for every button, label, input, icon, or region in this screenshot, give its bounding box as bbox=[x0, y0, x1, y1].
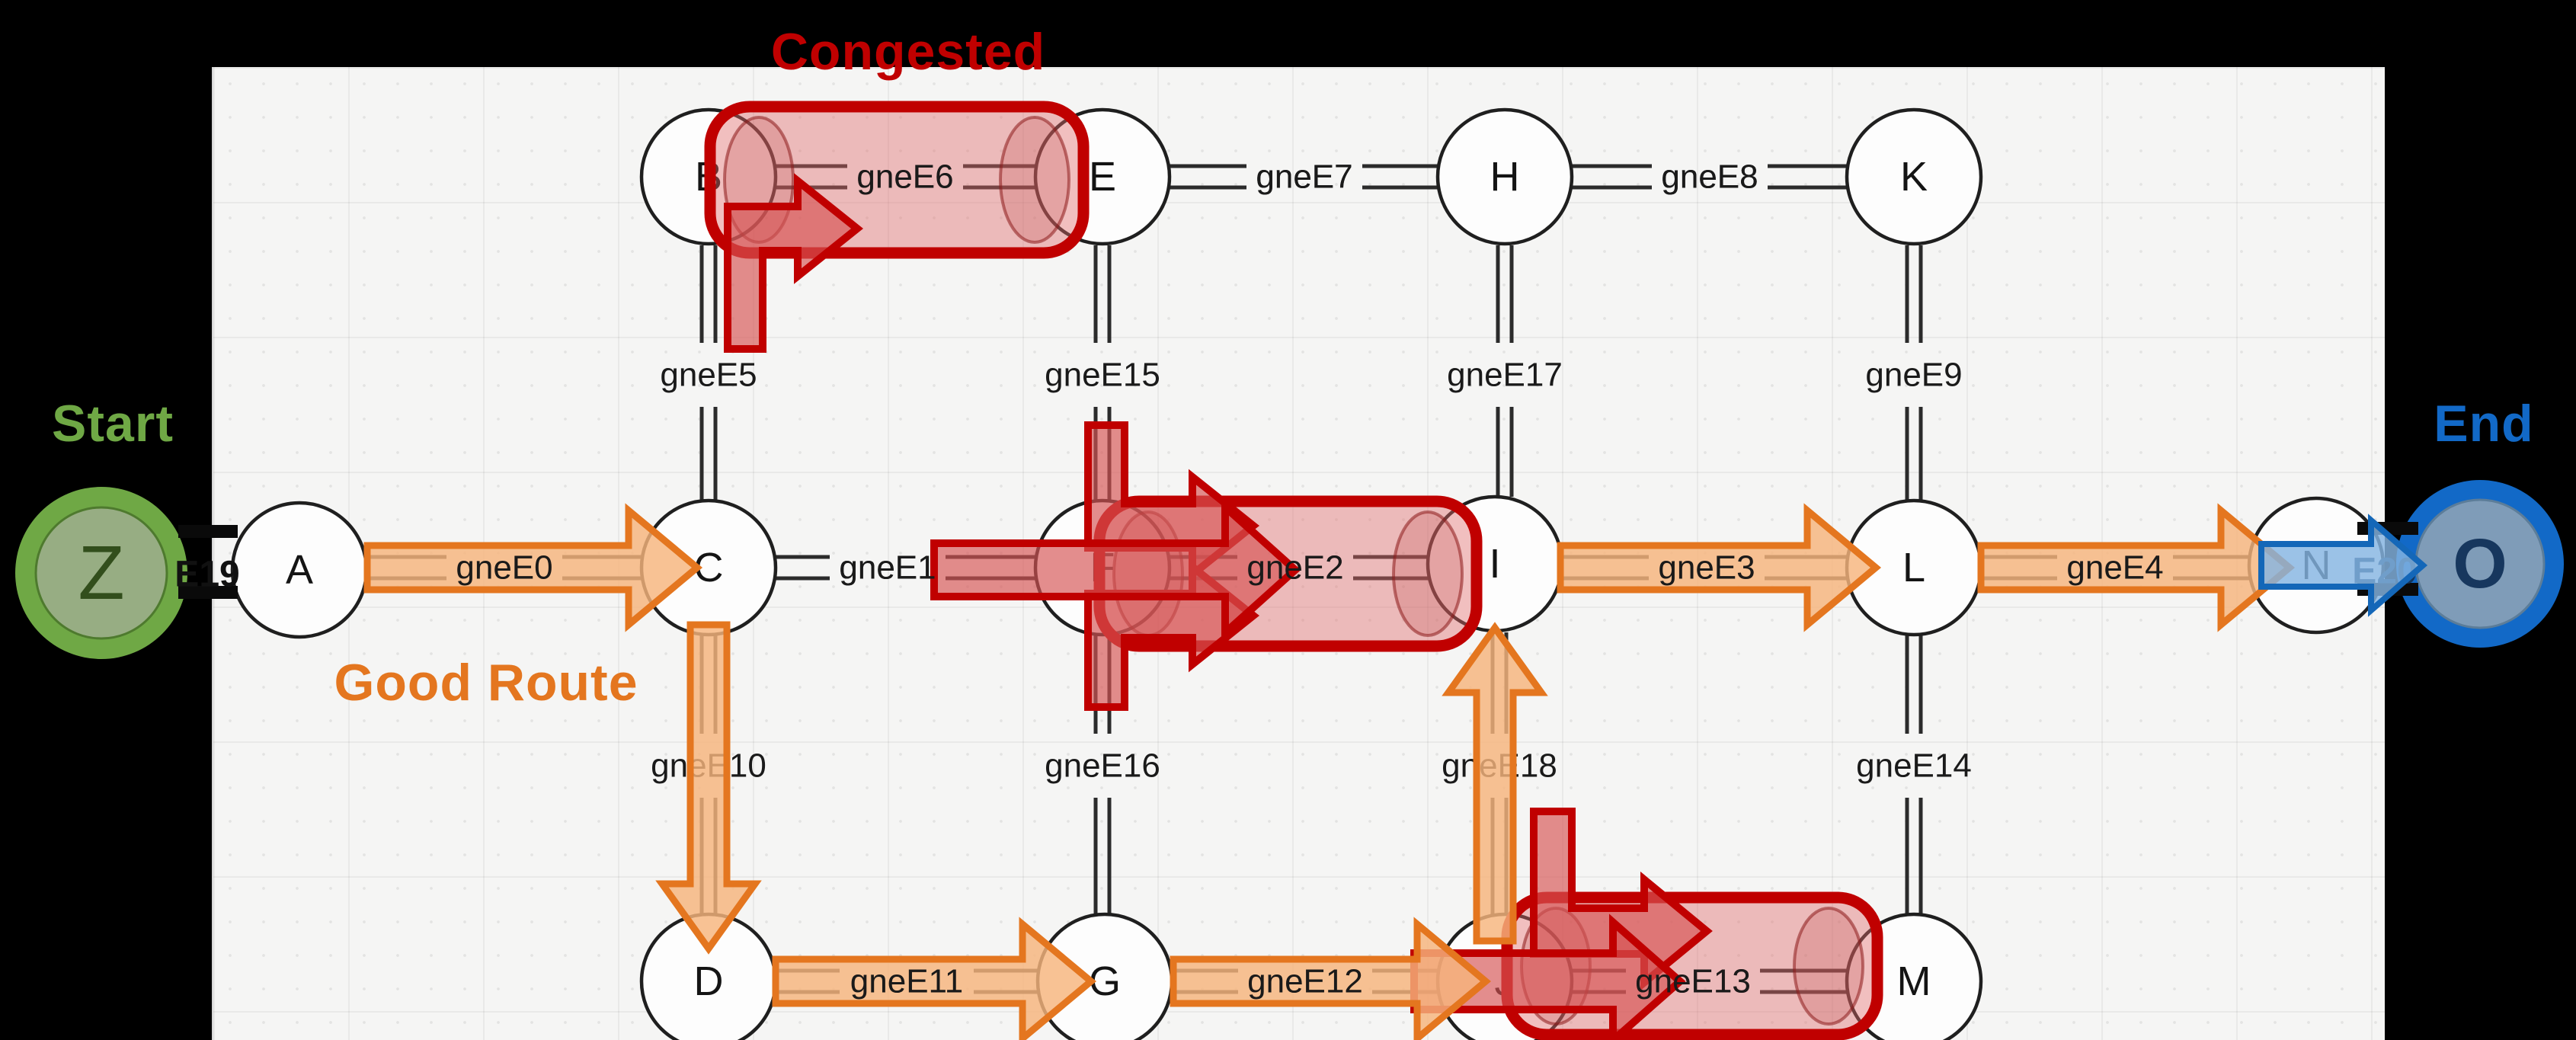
edge-gneE9[interactable]: gneE9 bbox=[1865, 245, 1963, 501]
annotation-congested: Congested bbox=[770, 23, 1046, 81]
route-arrow-gneE0 bbox=[363, 503, 703, 632]
edge-label-gneE9: gneE9 bbox=[1865, 357, 1962, 394]
overlays-layer bbox=[363, 101, 2428, 1040]
edge-label-gneE7: gneE7 bbox=[1256, 158, 1352, 196]
node-E[interactable]: E bbox=[1033, 107, 1172, 246]
route-arrow-gneE4 bbox=[1977, 503, 2296, 632]
node-label-M: M bbox=[1897, 958, 1931, 1004]
edge-label-gneE8: gneE8 bbox=[1661, 158, 1758, 196]
congestion-arrow-gneE6-turn bbox=[724, 173, 863, 353]
annotation-start: Start bbox=[52, 395, 174, 453]
route-arrow-gneE10 bbox=[655, 621, 762, 955]
annotation-end: End bbox=[2434, 395, 2534, 453]
edge-label-gneE14: gneE14 bbox=[1856, 747, 1972, 785]
edge-label-E19: E19 bbox=[174, 555, 239, 595]
edge-gneE17[interactable]: gneE17 bbox=[1447, 245, 1563, 497]
route-arrow-gneE12 bbox=[1170, 917, 1492, 1040]
node-label-E: E bbox=[1089, 154, 1116, 200]
edge-label-gneE1: gneE1 bbox=[839, 549, 936, 587]
edge-label-gneE5: gneE5 bbox=[660, 357, 757, 394]
route-arrow-gneE11 bbox=[772, 917, 1097, 1040]
end-arrow-E20 bbox=[2258, 514, 2428, 617]
edge-gneE14[interactable]: gneE14 bbox=[1856, 635, 1972, 914]
node-label-H: H bbox=[1490, 154, 1520, 200]
node-H[interactable]: H bbox=[1435, 107, 1574, 246]
node-label-I: I bbox=[1489, 541, 1500, 587]
edge-gneE5[interactable]: gneE5 bbox=[660, 245, 757, 501]
node-Z[interactable]: Z bbox=[15, 487, 187, 659]
node-label-L: L bbox=[1902, 545, 1925, 590]
node-D[interactable]: D bbox=[639, 912, 778, 1040]
edge-label-gneE0: gneE0 bbox=[456, 549, 552, 587]
congestion-arrow-gneE2-main bbox=[930, 498, 1301, 642]
edge-label-gneE11: gneE11 bbox=[850, 963, 963, 1000]
edge-gneE6[interactable]: gneE6 bbox=[776, 158, 1036, 196]
node-K[interactable]: K bbox=[1845, 107, 1983, 246]
edge-label-gneE15: gneE15 bbox=[1045, 357, 1160, 394]
route-arrow-gneE3 bbox=[1557, 503, 1882, 632]
node-label-A: A bbox=[286, 547, 313, 593]
edge-label-gneE17: gneE17 bbox=[1447, 357, 1563, 394]
node-label-K: K bbox=[1900, 154, 1928, 200]
edge-gneE7[interactable]: gneE7 bbox=[1170, 158, 1438, 196]
edge-label-gneE12: gneE12 bbox=[1247, 963, 1363, 1000]
edge-label-gneE4: gneE4 bbox=[2066, 549, 2163, 587]
edge-E19[interactable]: E19 bbox=[174, 525, 240, 599]
edge-label-gneE7: gneE7 bbox=[1256, 158, 1352, 196]
node-L[interactable]: L bbox=[1845, 498, 1983, 637]
edge-label-gneE6: gneE6 bbox=[856, 158, 953, 196]
node-label-Z: Z bbox=[78, 530, 124, 616]
node-label-O: O bbox=[2453, 525, 2507, 603]
edge-label-gneE16: gneE16 bbox=[1045, 747, 1160, 785]
node-label-D: D bbox=[694, 958, 724, 1004]
edge-label-gneE13: gneE13 bbox=[1635, 963, 1751, 1000]
edge-label-gneE8: gneE8 bbox=[1661, 158, 1758, 196]
node-A[interactable]: A bbox=[230, 501, 369, 639]
edge-label-gneE6: gneE6 bbox=[856, 158, 953, 196]
edge-label-gneE3: gneE3 bbox=[1658, 549, 1755, 587]
route-arrow-gneE18 bbox=[1442, 622, 1548, 945]
edge-label-gneE1: gneE1 bbox=[839, 549, 936, 587]
node-O[interactable]: O bbox=[2396, 480, 2564, 648]
edge-gneE8[interactable]: gneE8 bbox=[1572, 158, 1847, 196]
annotation-good-route: Good Route bbox=[334, 654, 638, 712]
edge-label-gneE2: gneE2 bbox=[1246, 549, 1343, 587]
